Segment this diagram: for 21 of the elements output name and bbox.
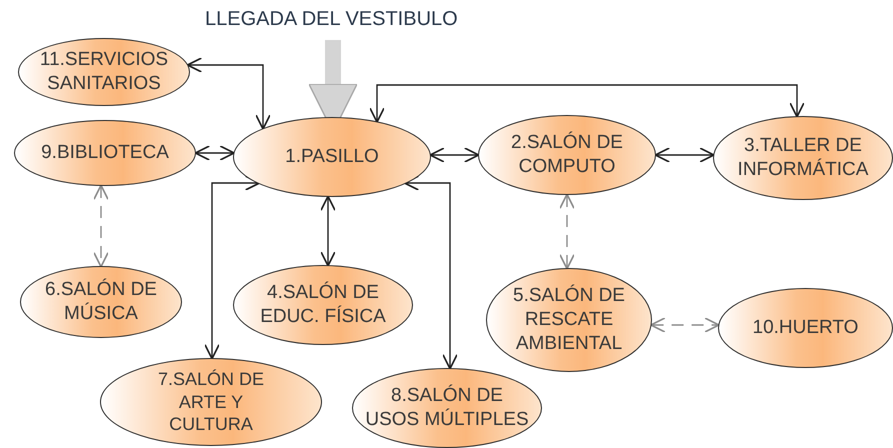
room-label: 6.SALÓN DE MÚSICA [44, 278, 158, 326]
connector-arrow [194, 145, 236, 161]
room-label: 8.SALÓN DE USOS MÚLTIPLES [364, 384, 530, 432]
connector-arrow [320, 195, 336, 267]
room-label: 2.SALÓN DE COMPUTO [510, 131, 624, 179]
room-label: 10.HUERTO [752, 316, 858, 340]
room-label: 3.TALLER DE INFORMÁTICA [736, 134, 870, 182]
entry-label: LLEGADA DEL VESTIBULO [205, 8, 458, 31]
connector-arrow [650, 317, 720, 333]
connector-arrow [369, 84, 805, 123]
room-label: 4.SALÓN DE EDUC. FÍSICA [259, 281, 387, 329]
room-label: 7.SALÓN DE ARTE Y CULTURA [156, 368, 266, 436]
connector-arrow [93, 184, 109, 268]
connector-arrow [654, 147, 715, 163]
connector-arrow [429, 147, 480, 163]
connector-arrow [186, 57, 271, 130]
connector-arrow [559, 193, 575, 270]
room-label: 1.PASILLO [285, 145, 379, 169]
room-label: 9.BIBLIOTECA [41, 141, 169, 165]
room-label: 5.SALÓN DE RESCATE AMBIENTAL [512, 284, 626, 356]
room-label: 11.SERVICIOS SANITARIOS [38, 48, 170, 96]
